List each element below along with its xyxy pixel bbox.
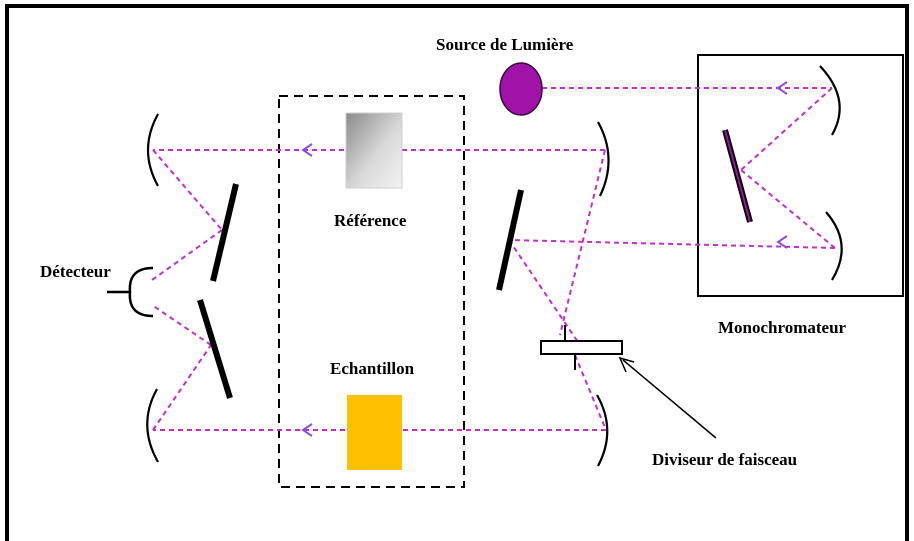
label-diviseur: Diviseur de faisceau	[652, 450, 797, 469]
beam-splitter-to-bottom-mirror	[574, 354, 607, 431]
label-detecteur: Détecteur	[40, 262, 111, 281]
reference-cell	[345, 112, 403, 189]
right-mirror-top	[597, 121, 610, 197]
label-monochromateur: Monochromateur	[718, 318, 847, 337]
beam-splitter-to-top-mirror	[559, 149, 606, 336]
mono-mirror-top	[819, 65, 841, 136]
mono-grating-stripe	[724, 129, 751, 223]
beam-grating-to-mirror	[740, 169, 836, 249]
label-source: Source de Lumière	[436, 35, 574, 54]
arrow-icon	[301, 143, 313, 157]
beam-flat-to-detector-bottom	[151, 304, 212, 346]
splitter-leader-line	[622, 359, 717, 439]
beam-splitter	[540, 340, 623, 355]
left-mirror-top	[147, 113, 159, 187]
light-beams	[151, 87, 836, 431]
detector-icon	[128, 266, 154, 318]
beam-sample-to-flat	[152, 344, 212, 431]
beam-mirror-to-grating	[740, 87, 833, 171]
beam-mono-exit	[508, 239, 836, 249]
splitter-leader-arrow-icon	[618, 356, 635, 373]
label-reference: Référence	[334, 211, 407, 230]
right-flat-mirror	[496, 189, 524, 291]
left-mirror-bottom	[146, 388, 159, 463]
outer-frame	[5, 4, 909, 541]
monochromateur-box	[697, 54, 904, 297]
arrow-icon	[301, 423, 313, 437]
arrow-icon	[776, 81, 788, 95]
left-flat-mirror-top	[210, 183, 239, 282]
echantillon-cell	[347, 395, 402, 470]
beam-flat-to-detector-top	[151, 229, 223, 281]
left-flat-mirror-bottom	[197, 299, 233, 399]
beam-to-splitter	[508, 239, 583, 349]
light-source	[499, 62, 543, 116]
label-echantillon: Echantillon	[330, 359, 415, 378]
sample-compartment	[278, 95, 465, 488]
mono-mirror-bottom	[825, 211, 843, 281]
beam-ref-to-flat	[152, 149, 223, 231]
arrow-icon	[776, 235, 788, 249]
right-mirror-bottom	[596, 394, 609, 467]
